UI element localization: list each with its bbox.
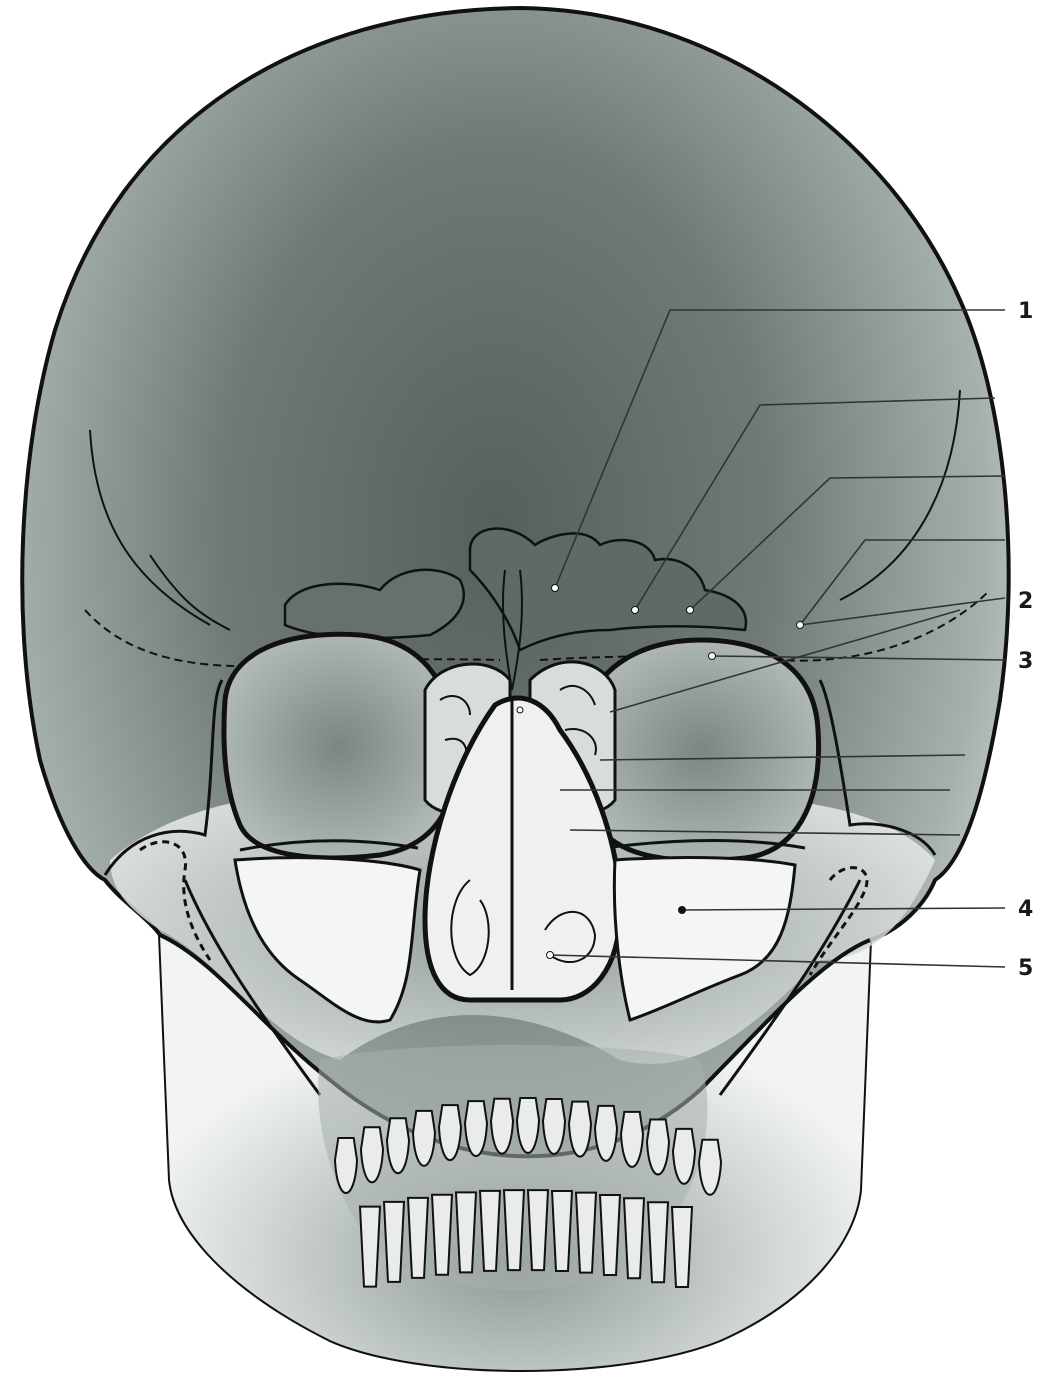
marker-3: [709, 653, 716, 660]
marker-1: [552, 585, 559, 592]
marker-4: [679, 907, 686, 914]
upper-tooth-11: [621, 1112, 643, 1167]
marker-5: [547, 952, 554, 959]
marker-1c: [687, 607, 694, 614]
lower-tooth-11: [624, 1198, 644, 1278]
upper-tooth-8: [543, 1099, 565, 1154]
upper-tooth-14: [699, 1140, 721, 1195]
lower-tooth-8: [552, 1191, 572, 1271]
upper-tooth-7: [517, 1098, 539, 1153]
upper-tooth-3: [413, 1111, 435, 1166]
lower-tooth-1: [384, 1202, 404, 1282]
upper-tooth-0: [335, 1138, 357, 1193]
callout-1: 1: [1018, 299, 1033, 324]
marker-2: [797, 622, 804, 629]
lower-tooth-3: [432, 1195, 452, 1275]
lower-tooth-6: [504, 1190, 524, 1270]
upper-tooth-6: [491, 1099, 513, 1154]
lower-tooth-2: [408, 1198, 428, 1278]
lower-tooth-10: [600, 1195, 620, 1275]
callout-5: 5: [1018, 956, 1033, 981]
lower-tooth-5: [480, 1191, 500, 1271]
upper-tooth-5: [465, 1101, 487, 1156]
orbit-left: [224, 634, 456, 858]
orbit-right: [583, 640, 818, 861]
upper-tooth-10: [595, 1106, 617, 1161]
upper-tooth-9: [569, 1102, 591, 1157]
upper-tooth-2: [387, 1118, 409, 1173]
upper-tooth-13: [673, 1129, 695, 1184]
upper-tooth-1: [361, 1127, 383, 1182]
lower-tooth-0: [360, 1207, 380, 1287]
lower-tooth-13: [672, 1207, 692, 1287]
callout-4: 4: [1018, 897, 1033, 922]
upper-tooth-12: [647, 1120, 669, 1175]
callout-2: 2: [1018, 589, 1033, 614]
upper-tooth-4: [439, 1105, 461, 1160]
lower-tooth-9: [576, 1193, 596, 1273]
lower-tooth-7: [528, 1190, 548, 1270]
lower-tooth-4: [456, 1192, 476, 1272]
marker-3b: [517, 707, 523, 713]
callout-3: 3: [1018, 649, 1033, 674]
lower-tooth-12: [648, 1202, 668, 1282]
marker-1b: [632, 607, 639, 614]
